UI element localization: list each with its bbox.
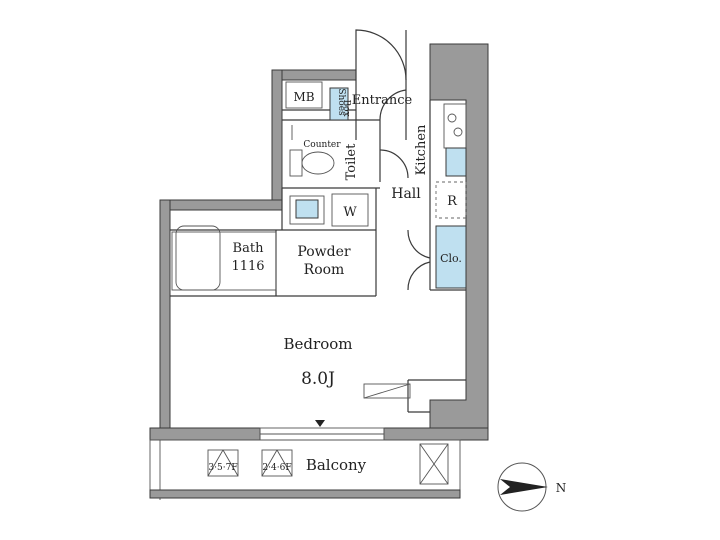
powder-room-label-2: Room [304,262,345,278]
bathtub-icon [175,225,221,291]
mb-box [285,81,323,109]
right-wall [429,43,489,441]
bedroom-door-icon [407,261,431,291]
bath-label-2: 1116 [231,259,264,274]
hatch-floors-a: 3·5·7F [208,463,237,473]
interior-walls [170,80,466,441]
top-wall [271,69,357,81]
toilet-door-icon [379,149,409,179]
sink [445,147,467,177]
closet-label: Clo. [440,252,462,265]
toilet-tank [289,149,303,177]
powder-room-label-1: Powder [297,244,351,260]
burner-icon [447,113,457,123]
balcony [149,439,461,500]
refrigerator [435,181,467,219]
washer-label: W [343,205,357,220]
stove [443,103,467,149]
entrance-label: Entrance [352,93,413,108]
washbasin-bowl [295,199,319,219]
left-wall [159,199,171,441]
mb-label: MB [293,90,314,104]
closet [435,225,467,289]
north-label: N [556,481,567,495]
kitchen-label: Kitchen [414,124,429,175]
toilet-icon [301,151,335,175]
bath-area [171,231,277,291]
bedroom-size-label: 8.0J [301,369,335,389]
shoes-box [329,87,349,121]
balcony-label: Balcony [306,456,367,474]
compass-icon [497,462,548,512]
burner-icon [453,127,463,137]
washer-box [331,193,369,227]
shoes-box-label-2: Box [341,99,351,116]
upper-left-wall [159,199,283,211]
bottom-wall-right [383,427,489,441]
counter-label: Counter [303,140,341,150]
bath-label-1: Bath [233,241,265,256]
entrance-door-icon [355,29,407,140]
mb-left-wall [271,69,283,211]
closet-door-icon [407,229,431,259]
shoes-box-label-1: Shoes [336,88,346,116]
refrigerator-label: R [447,194,458,209]
hatch-floors-b: 2·4·6F [262,463,291,473]
aircon-icon [363,383,411,399]
bedroom-label: Bedroom [284,335,353,353]
toilet-label: Toilet [344,143,359,180]
washbasin [289,195,325,225]
bottom-wall-left [149,427,261,441]
entry-arrow-icon [315,420,325,427]
hall-label: Hall [391,186,421,202]
